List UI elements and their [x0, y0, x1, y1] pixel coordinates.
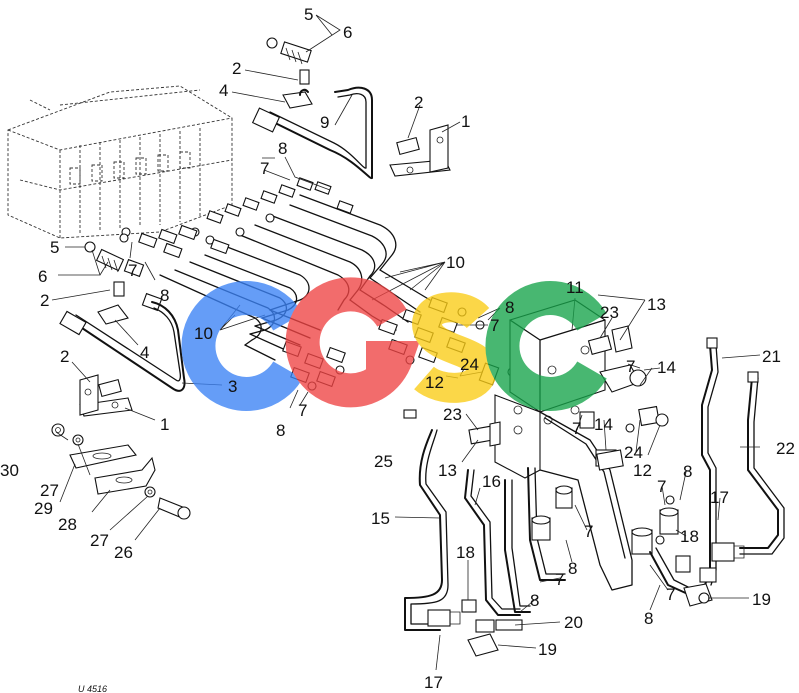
watermark-letter-c2: [485, 281, 607, 411]
callout-19: 19: [752, 590, 771, 609]
pipe-9: [251, 86, 373, 180]
callout-3: 3: [228, 377, 237, 396]
pipe-21: [699, 337, 719, 586]
callout-11: 11: [566, 278, 584, 297]
callout-18: 18: [456, 543, 475, 562]
loose-parts-group: [51, 423, 191, 520]
callout-7: 7: [490, 316, 499, 335]
watermark-letter-g: [285, 277, 420, 408]
callout-18: 18: [680, 527, 699, 546]
callout-12: 12: [425, 373, 444, 392]
callout-8: 8: [683, 462, 692, 481]
fitting-row-upper: [121, 177, 354, 259]
callout-30: 30: [0, 461, 19, 480]
callout-2: 2: [60, 347, 69, 366]
callout-7: 7: [584, 522, 593, 541]
figure-code: U 4516: [78, 684, 107, 693]
callout-6: 6: [38, 267, 47, 286]
callout-8: 8: [160, 286, 169, 305]
pipe-22: [711, 371, 785, 562]
callout-25: 25: [374, 452, 393, 471]
callout-21: 21: [762, 347, 781, 366]
callout-5: 5: [304, 5, 313, 24]
callout-17: 17: [424, 673, 443, 692]
pipe-3: [59, 301, 186, 392]
watermark-letter-s: [412, 292, 497, 403]
callout-7: 7: [626, 357, 635, 376]
callout-14: 14: [594, 415, 613, 434]
callout-15: 15: [371, 509, 390, 528]
callout-9: 9: [320, 113, 329, 132]
callout-6: 6: [343, 23, 352, 42]
callout-2: 2: [232, 59, 241, 78]
callout-1: 1: [461, 112, 470, 131]
center-vertical-pipes: [504, 467, 691, 613]
bracket-1-lower: [79, 374, 133, 417]
callout-7: 7: [666, 585, 675, 604]
watermark-letter-c1: [181, 281, 303, 411]
bracket-1-upper: [389, 124, 451, 177]
leader-lines: [51, 14, 761, 671]
callout-7: 7: [555, 570, 564, 589]
watermark-logo: [181, 277, 607, 411]
callout-4: 4: [219, 81, 228, 100]
callout-13: 13: [647, 295, 666, 314]
callout-7: 7: [260, 159, 269, 178]
callout-8: 8: [276, 421, 285, 440]
callout-7: 7: [572, 419, 581, 438]
callout-22: 22: [776, 439, 795, 458]
left-fittings-group: [84, 233, 163, 325]
pipe-15: [404, 429, 461, 631]
callout-20: 20: [564, 613, 583, 632]
callout-8: 8: [278, 139, 287, 158]
callout-8: 8: [568, 559, 577, 578]
callout-27: 27: [40, 481, 59, 500]
callout-24: 24: [460, 355, 479, 374]
callout-labels: 5 6 2 4 9 2 1 8 7 10 5 6 7 8 2 10 4 2 3 …: [0, 5, 795, 692]
callout-23: 23: [443, 405, 462, 424]
callout-23: 23: [600, 303, 619, 322]
callout-19: 19: [538, 640, 557, 659]
pipe-16: [461, 469, 523, 657]
callout-7: 7: [657, 477, 666, 496]
control-valve-block: [7, 85, 233, 239]
callout-24: 24: [624, 443, 643, 462]
upper-fittings-group: [266, 37, 313, 109]
fitting-19-right: [683, 583, 713, 607]
callout-8: 8: [505, 298, 514, 317]
fitting-cluster-right: [468, 325, 669, 471]
callout-28: 28: [58, 515, 77, 534]
callout-2: 2: [40, 291, 49, 310]
callout-14: 14: [657, 358, 676, 377]
callout-2: 2: [414, 93, 423, 112]
callout-16: 16: [482, 472, 501, 491]
callout-4: 4: [140, 343, 149, 362]
callout-5: 5: [50, 238, 59, 257]
callout-17: 17: [710, 488, 729, 507]
callout-1: 1: [160, 415, 169, 434]
callout-8: 8: [530, 591, 539, 610]
callout-12: 12: [633, 461, 652, 480]
callout-7: 7: [298, 401, 307, 420]
callout-27: 27: [90, 531, 109, 550]
callout-8: 8: [644, 609, 653, 628]
callout-10: 10: [446, 253, 465, 272]
callout-26: 26: [114, 543, 133, 562]
callout-7: 7: [128, 261, 137, 280]
callout-13: 13: [438, 461, 457, 480]
callout-29: 29: [34, 499, 53, 518]
callout-10: 10: [194, 324, 213, 343]
